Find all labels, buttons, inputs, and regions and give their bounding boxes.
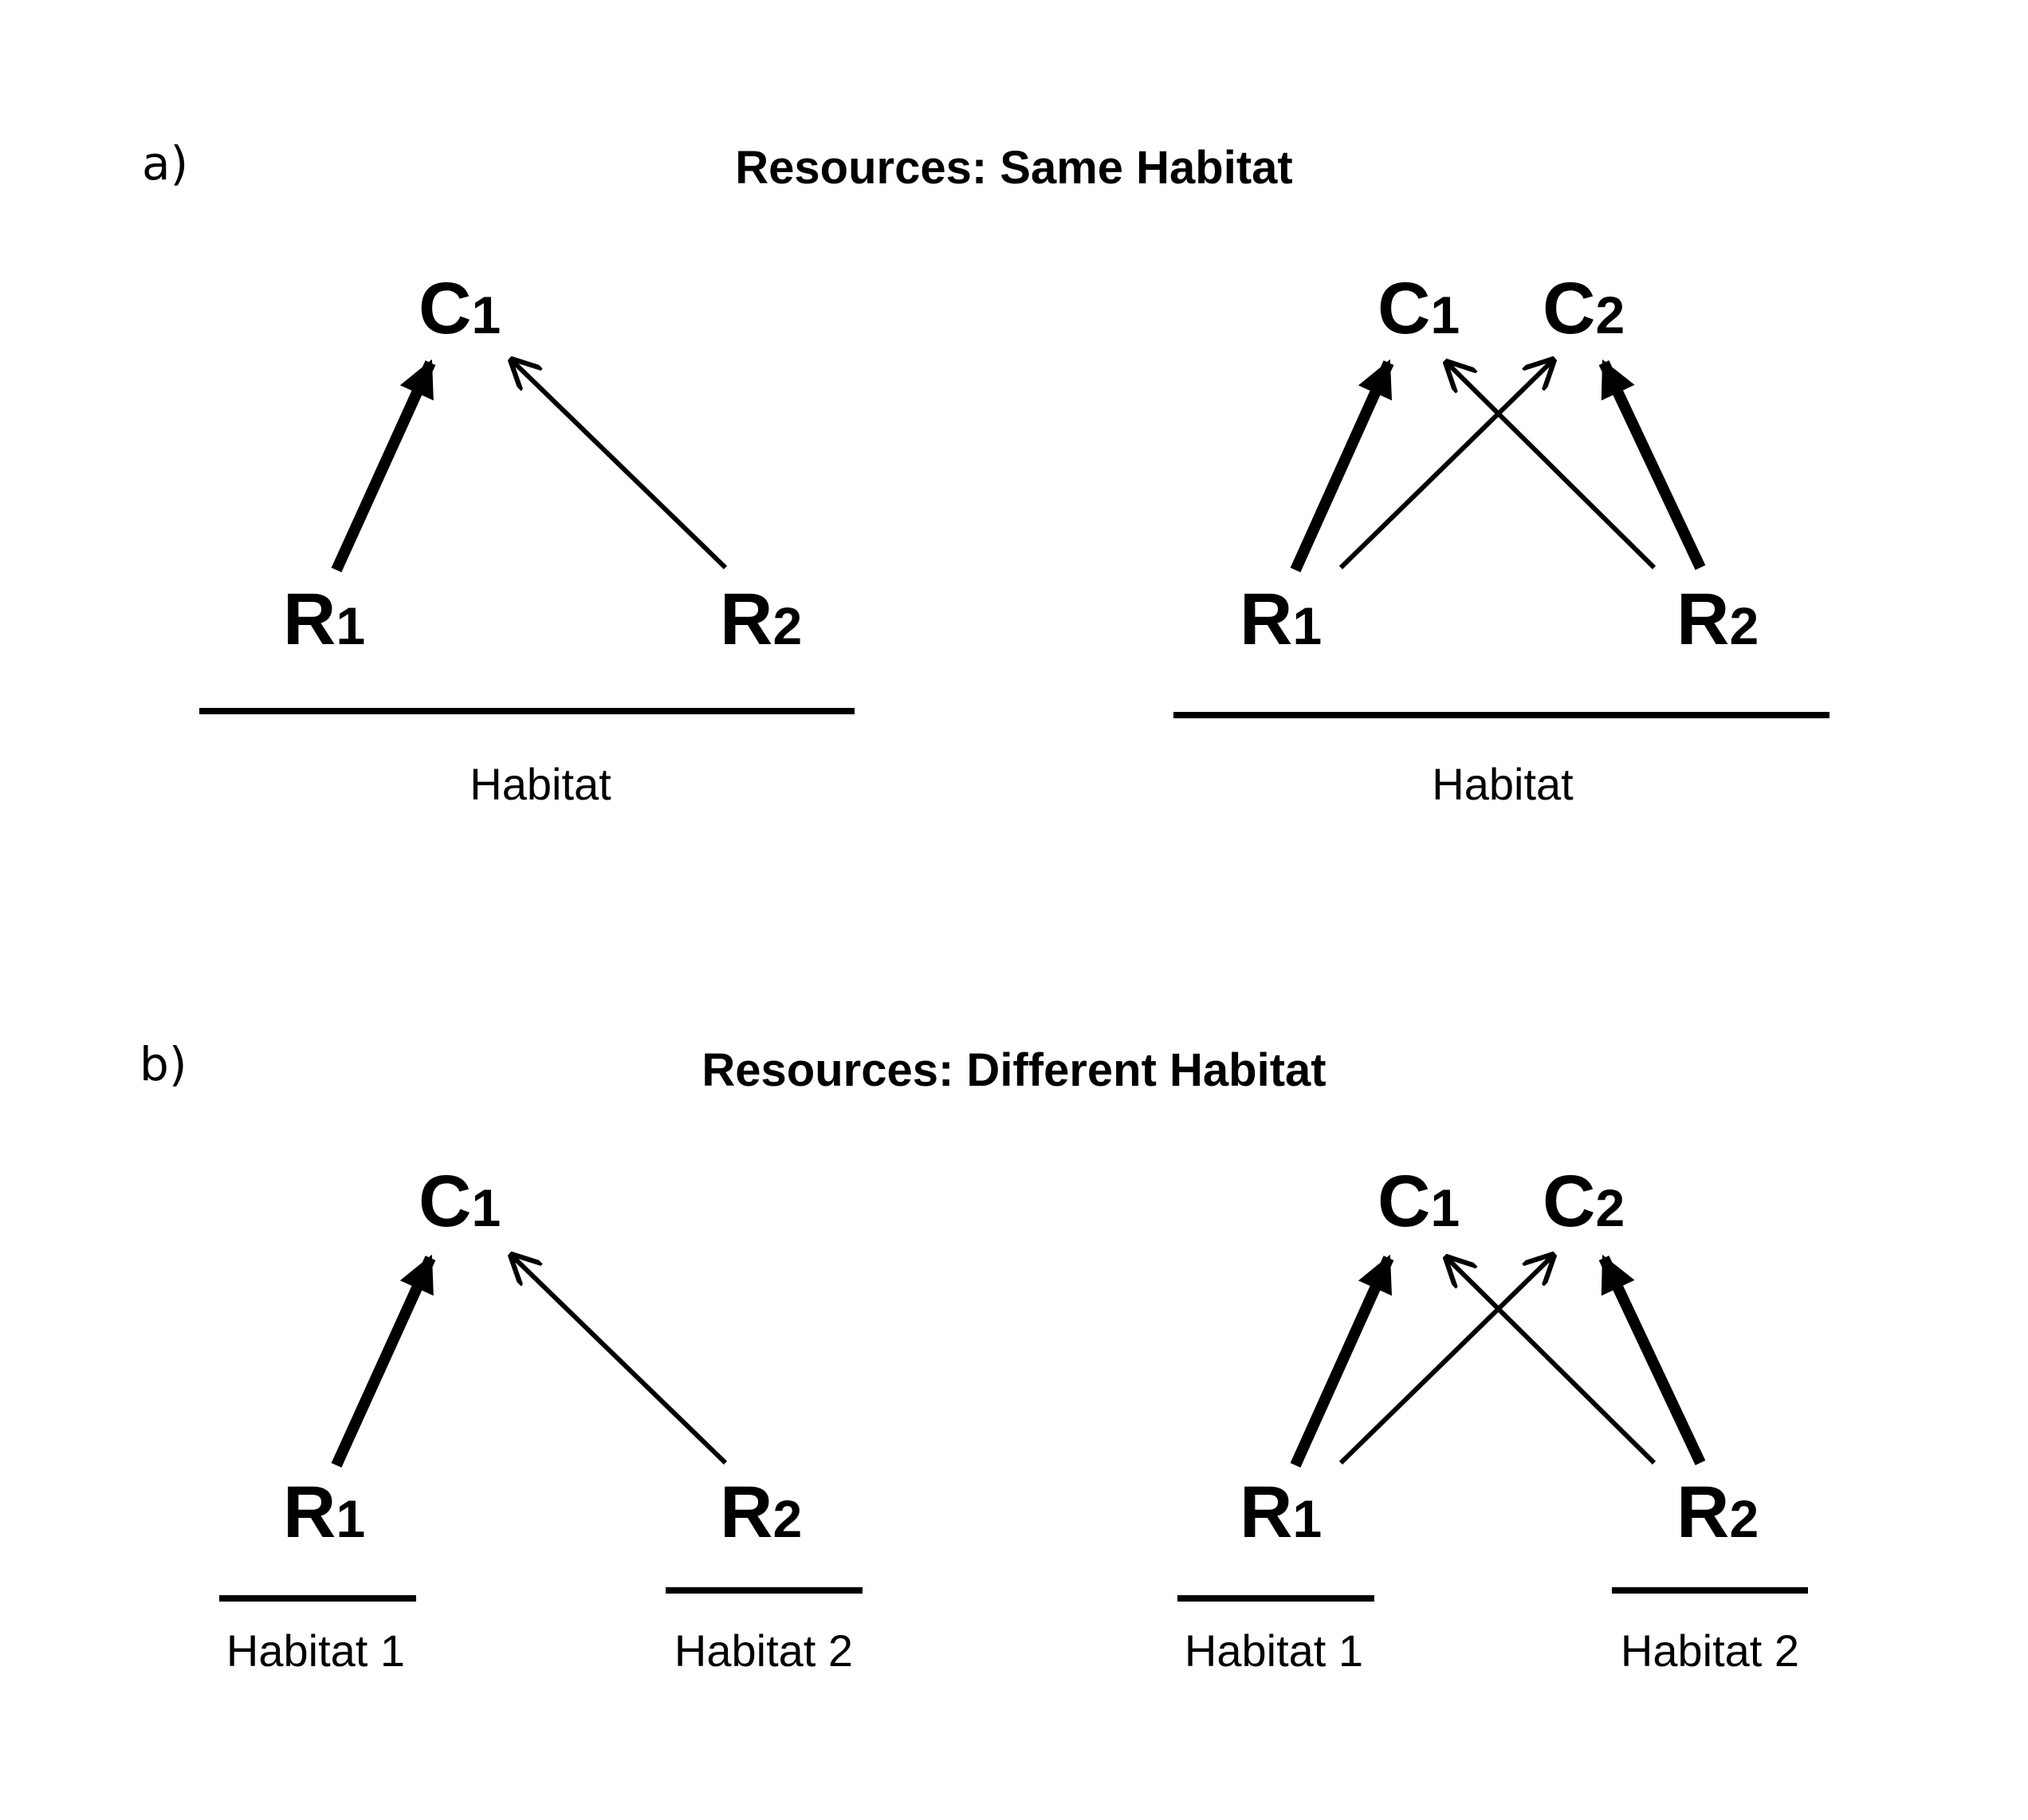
habitat-label: Habitat xyxy=(1432,759,1574,809)
panel-a-label: a) xyxy=(142,136,188,191)
panel-b-single-consumer: C1 R1 R2 Habitat 1 Habitat 2 xyxy=(219,1161,863,1676)
panel-a: a) Resources: Same Habitat C1 R1 R2 Habi… xyxy=(142,136,1830,809)
consumer-c1: C1 xyxy=(419,1161,501,1242)
arrow-r2-to-c1-weak xyxy=(512,360,728,570)
consumer-c1: C1 xyxy=(1378,268,1460,349)
panel-a-title: Resources: Same Habitat xyxy=(735,142,1292,194)
panel-b: b) Resources: Different Habitat C1 R1 R2… xyxy=(140,1037,1808,1676)
consumer-c2: C2 xyxy=(1543,268,1625,349)
consumer-c2: C2 xyxy=(1543,1161,1625,1242)
consumer-c1: C1 xyxy=(1378,1161,1460,1242)
arrow-r1-to-c1-strong xyxy=(331,1254,436,1468)
panel-b-title: Resources: Different Habitat xyxy=(702,1044,1326,1096)
habitat-label: Habitat xyxy=(470,759,611,809)
panel-b-label: b) xyxy=(140,1037,187,1091)
resource-r2: R2 xyxy=(1676,579,1759,660)
arrow-r2-to-c1-weak xyxy=(512,1256,728,1465)
panel-a-two-consumers: C1 C2 R1 R2 Habitat xyxy=(1173,268,1830,809)
arrow-r1-to-c2-weak xyxy=(1338,360,1553,570)
resource-r1: R1 xyxy=(283,579,365,660)
resource-r1: R1 xyxy=(283,1472,365,1553)
arrow-r2-to-c2-strong xyxy=(1598,1254,1706,1465)
panel-a-single-consumer: C1 R1 R2 Habitat xyxy=(199,268,855,809)
arrow-r2-to-c1-weak xyxy=(1447,1258,1657,1465)
arrow-r1-to-c1-strong xyxy=(1290,1254,1394,1468)
habitat-1-label: Habitat 1 xyxy=(226,1625,405,1676)
consumer-c1: C1 xyxy=(419,268,501,349)
panel-b-two-consumers: C1 C2 R1 R2 Habitat 1 Habitat 2 xyxy=(1177,1161,1808,1676)
habitat-2-label: Habitat 2 xyxy=(674,1625,853,1676)
arrow-r1-to-c1-strong xyxy=(1290,359,1394,572)
resource-r1: R1 xyxy=(1240,579,1322,660)
resource-r2: R2 xyxy=(720,1472,802,1553)
arrow-r1-to-c1-strong xyxy=(331,359,436,572)
arrow-r1-to-c2-weak xyxy=(1338,1256,1553,1465)
arrow-r2-to-c1-weak xyxy=(1447,363,1657,570)
resource-r2: R2 xyxy=(1676,1472,1759,1553)
habitat-2-label: Habitat 2 xyxy=(1621,1625,1799,1676)
arrow-r2-to-c2-strong xyxy=(1598,359,1706,570)
resource-r2: R2 xyxy=(720,579,802,660)
resource-r1: R1 xyxy=(1240,1472,1322,1553)
habitat-1-label: Habitat 1 xyxy=(1185,1625,1363,1676)
